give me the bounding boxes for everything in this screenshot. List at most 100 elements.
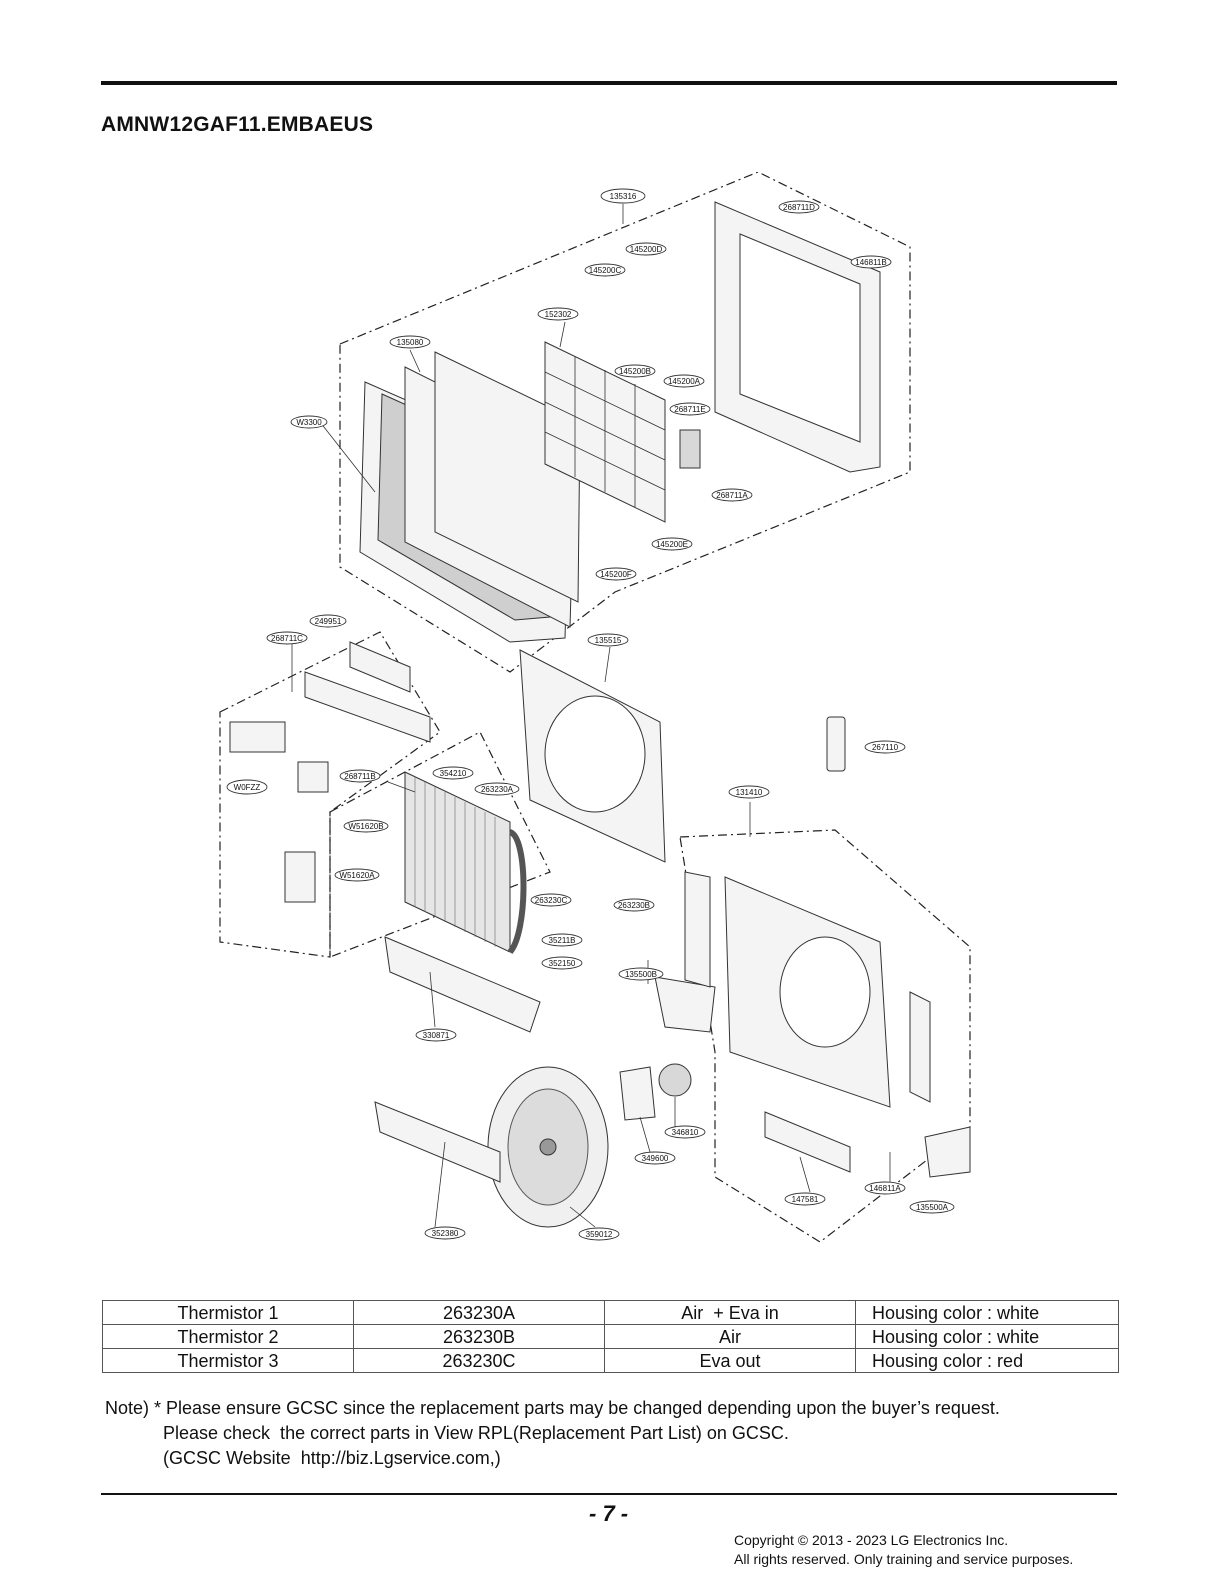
lower-left-assembly-outline	[329, 731, 551, 958]
svg-text:268711B: 268711B	[344, 772, 375, 781]
upper-assembly-outline	[339, 171, 911, 673]
copyright-line-2: All rights reserved. Only training and s…	[734, 1551, 1074, 1567]
callout-349600: 349600	[634, 1151, 676, 1165]
callout-145200A: 145200A	[663, 374, 705, 388]
callout-135515: 135515	[587, 633, 629, 647]
header-rule	[101, 81, 1117, 85]
svg-text:263230A: 263230A	[481, 785, 514, 794]
callout-268711E: 268711E	[669, 402, 711, 416]
air-filter	[544, 341, 666, 523]
svg-text:145200F: 145200F	[600, 570, 632, 579]
display-pcb	[679, 429, 701, 469]
svg-text:135500B: 135500B	[625, 970, 657, 979]
callout-268711D: 268711D	[778, 200, 820, 214]
drain-pan	[384, 936, 541, 1033]
replacement-note: Note) * Please ensure GCSC since the rep…	[105, 1396, 1000, 1471]
callout-145200D: 145200D	[625, 242, 667, 256]
table-cell: Thermistor 3	[102, 1348, 354, 1373]
base-support	[374, 1101, 501, 1183]
svg-text:349600: 349600	[642, 1154, 669, 1163]
table-cell: 263230B	[353, 1324, 605, 1349]
svg-text:146811A: 146811A	[869, 1184, 901, 1193]
back-frame	[714, 201, 881, 473]
callout-354210: 354210	[432, 766, 474, 780]
svg-text:359012: 359012	[586, 1230, 613, 1239]
callout-35211B: 35211B	[541, 933, 583, 947]
table-cell: 263230A	[353, 1300, 605, 1325]
svg-text:263230C: 263230C	[535, 896, 568, 905]
svg-text:249951: 249951	[315, 617, 342, 626]
footer-rule	[101, 1493, 1117, 1495]
callout-147581: 147581	[784, 1192, 826, 1206]
copyright-line-1: Copyright © 2013 - 2023 LG Electronics I…	[734, 1532, 1009, 1548]
svg-text:135080: 135080	[397, 338, 424, 347]
callout-W0FZZ: W0FZZ	[226, 779, 268, 795]
callout-268711C: 268711C	[266, 631, 308, 645]
svg-text:145200A: 145200A	[668, 377, 701, 386]
callout-146811B: 146811B	[850, 255, 892, 269]
callout-135080: 135080	[389, 335, 431, 349]
svg-text:147581: 147581	[792, 1195, 819, 1204]
svg-text:352150: 352150	[549, 959, 576, 968]
callout-145200B: 145200B	[614, 364, 656, 378]
table-cell: Housing color : white	[855, 1300, 1119, 1325]
svg-text:135316: 135316	[610, 192, 637, 201]
callout-263230C: 263230C	[530, 893, 572, 907]
svg-text:145200B: 145200B	[619, 367, 651, 376]
svg-text:352380: 352380	[432, 1229, 459, 1238]
svg-text:267110: 267110	[872, 743, 899, 752]
copyright-notice: Copyright © 2013 - 2023 LG Electronics I…	[734, 1531, 1073, 1569]
svg-text:W3300: W3300	[296, 418, 322, 427]
callout-W51620B: W51620B	[343, 819, 389, 833]
evaporator-coil	[404, 771, 527, 955]
svg-text:W51620B: W51620B	[348, 822, 383, 831]
callout-249951: 249951	[309, 614, 347, 628]
callout-131410: 131410	[728, 785, 770, 799]
callout-145200C: 145200C	[584, 263, 626, 277]
note-line-1: Note) * Please ensure GCSC since the rep…	[105, 1398, 1000, 1418]
table-cell: Eva out	[604, 1348, 856, 1373]
fan-motor	[658, 1063, 692, 1097]
svg-text:145200D: 145200D	[630, 245, 663, 254]
svg-text:131410: 131410	[736, 788, 763, 797]
motor-mount	[619, 1066, 656, 1121]
callout-145200E: 145200E	[651, 537, 693, 551]
callout-W3300: W3300	[290, 415, 328, 429]
remote-controller	[826, 716, 846, 772]
motor-bracket	[654, 976, 716, 1033]
callout-352380: 352380	[424, 1226, 466, 1240]
thermistor-table: Thermistor 1 263230A Air + Eva in Housin…	[102, 1300, 1119, 1373]
table-cell: 263230C	[353, 1348, 605, 1373]
table-cell: Housing color : white	[855, 1324, 1119, 1349]
svg-text:145200E: 145200E	[656, 540, 688, 549]
svg-text:263230B: 263230B	[618, 901, 650, 910]
svg-text:152302: 152302	[545, 310, 572, 319]
table-row: Thermistor 1 263230A Air + Eva in Housin…	[102, 1300, 1119, 1325]
callout-135500A: 135500A	[909, 1200, 955, 1214]
callout-152302: 152302	[537, 307, 579, 321]
callout-346810: 346810	[664, 1125, 706, 1139]
svg-text:346810: 346810	[672, 1128, 699, 1137]
callout-145200F: 145200F	[595, 567, 637, 581]
note-line-3: (GCSC Website http://biz.Lgservice.com,)	[163, 1448, 501, 1468]
callout-263230A: 263230A	[474, 782, 520, 796]
svg-text:135500A: 135500A	[916, 1203, 949, 1212]
callout-135500B: 135500B	[618, 967, 664, 981]
callout-W51620A: W51620A	[334, 868, 380, 882]
svg-text:268711C: 268711C	[271, 634, 303, 643]
table-cell: Air	[604, 1324, 856, 1349]
svg-text:330871: 330871	[423, 1031, 450, 1040]
callout-146811A: 146811A	[864, 1181, 906, 1195]
callout-268711A: 268711A	[711, 488, 753, 502]
callout-352150: 352150	[541, 956, 583, 970]
svg-text:W51620A: W51620A	[339, 871, 375, 880]
table-row: Thermistor 3 263230C Eva out Housing col…	[102, 1348, 1119, 1373]
svg-text:35211B: 35211B	[549, 936, 576, 945]
table-cell: Housing color : red	[855, 1348, 1119, 1373]
table-cell: Air + Eva in	[604, 1300, 856, 1325]
svg-text:135515: 135515	[595, 636, 622, 645]
svg-text:268711E: 268711E	[674, 405, 705, 414]
table-row: Thermistor 2 263230B Air Housing color :…	[102, 1324, 1119, 1349]
model-title: AMNW12GAF11.EMBAEUS	[101, 113, 374, 136]
svg-text:145200C: 145200C	[589, 266, 622, 275]
